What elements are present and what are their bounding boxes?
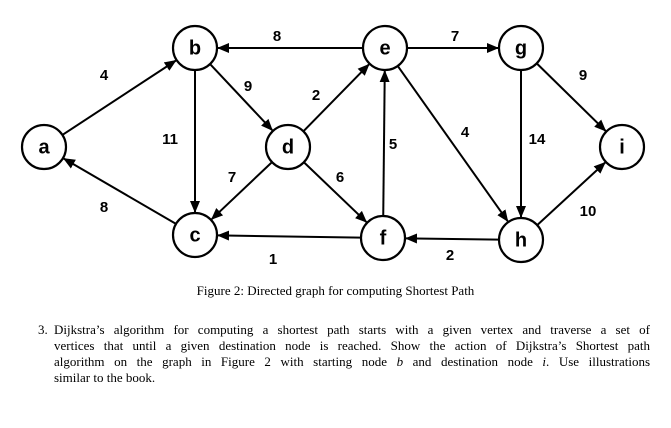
node-circle [497,216,545,264]
node-f: f [359,214,407,262]
node-i: i [598,123,646,171]
edge-weight-e-b: 8 [273,28,281,45]
edge-weight-b-c: 11 [162,131,178,148]
problem-text: Dijkstra’s algorithm for computing a sho… [54,322,650,386]
problem-line: similar to the book. [54,370,156,385]
problem-line: vertices that until a given destination … [54,338,650,353]
edge-weight-b-d: 9 [244,78,252,95]
edge-weight-e-g: 7 [451,28,459,45]
node-circle [598,123,646,171]
problem-number: 3. [38,322,48,337]
edge-h-i [536,161,606,226]
node-circle [171,211,219,259]
node-label: a [38,136,50,158]
edge-b-d [209,63,273,131]
edge-weight-g-h: 14 [529,131,546,148]
directed-graph: 4 9 11 8 2 7 6 8 1 5 7 4 9 14 2 10 a b c d e f g h i [20,24,646,268]
node-circle [359,214,407,262]
node-b: b [171,24,219,72]
node-circle [497,24,545,72]
edge-c-a [63,157,177,225]
edge-weight-g-i: 9 [579,67,587,84]
edge-weight-h-i: 10 [580,203,597,220]
edge-weight-d-e: 2 [312,87,320,104]
edge-weight-d-f: 6 [336,169,344,186]
edge-a-b [61,59,177,136]
edge-d-f [303,161,368,223]
node-circle [264,123,312,171]
node-h: h [497,216,545,264]
edge-weight-h-f: 2 [446,247,454,264]
node-d: d [264,123,312,171]
edge-weight-e-h: 4 [461,124,470,141]
edge-h-f [404,233,500,244]
node-label: b [189,37,201,59]
node-a: a [20,123,68,171]
edge-weight-d-c: 7 [228,169,236,186]
node-g: g [497,24,545,72]
edge-g-i [536,62,607,132]
edge-weight-f-c: 1 [269,251,277,268]
node-c: c [171,211,219,259]
node-label: d [282,136,294,158]
node-label: f [380,227,387,249]
node-label: g [515,37,527,59]
node-label: e [379,37,390,59]
node-e: e [361,24,409,72]
edge-e-h [396,65,509,223]
edge-weight-c-a: 8 [100,199,108,216]
node-circle [361,24,409,72]
edge-f-c [216,230,362,241]
edge-weight-a-b: 4 [100,67,109,84]
node-label: c [189,224,200,246]
edge-d-c [210,161,273,220]
edge-f-e [379,69,390,217]
edge-d-e [302,63,370,132]
problem-line: algorithm on the graph in Figure 2 with … [54,354,651,369]
node-label: i [619,136,625,158]
figure-caption: Figure 2: Directed graph for computing S… [196,283,475,298]
node-label: h [515,229,527,251]
node-circle [20,123,68,171]
node-circle [171,24,219,72]
problem-line: Dijkstra’s algorithm for computing a sho… [54,322,650,337]
edge-weight-f-e: 5 [389,136,397,153]
